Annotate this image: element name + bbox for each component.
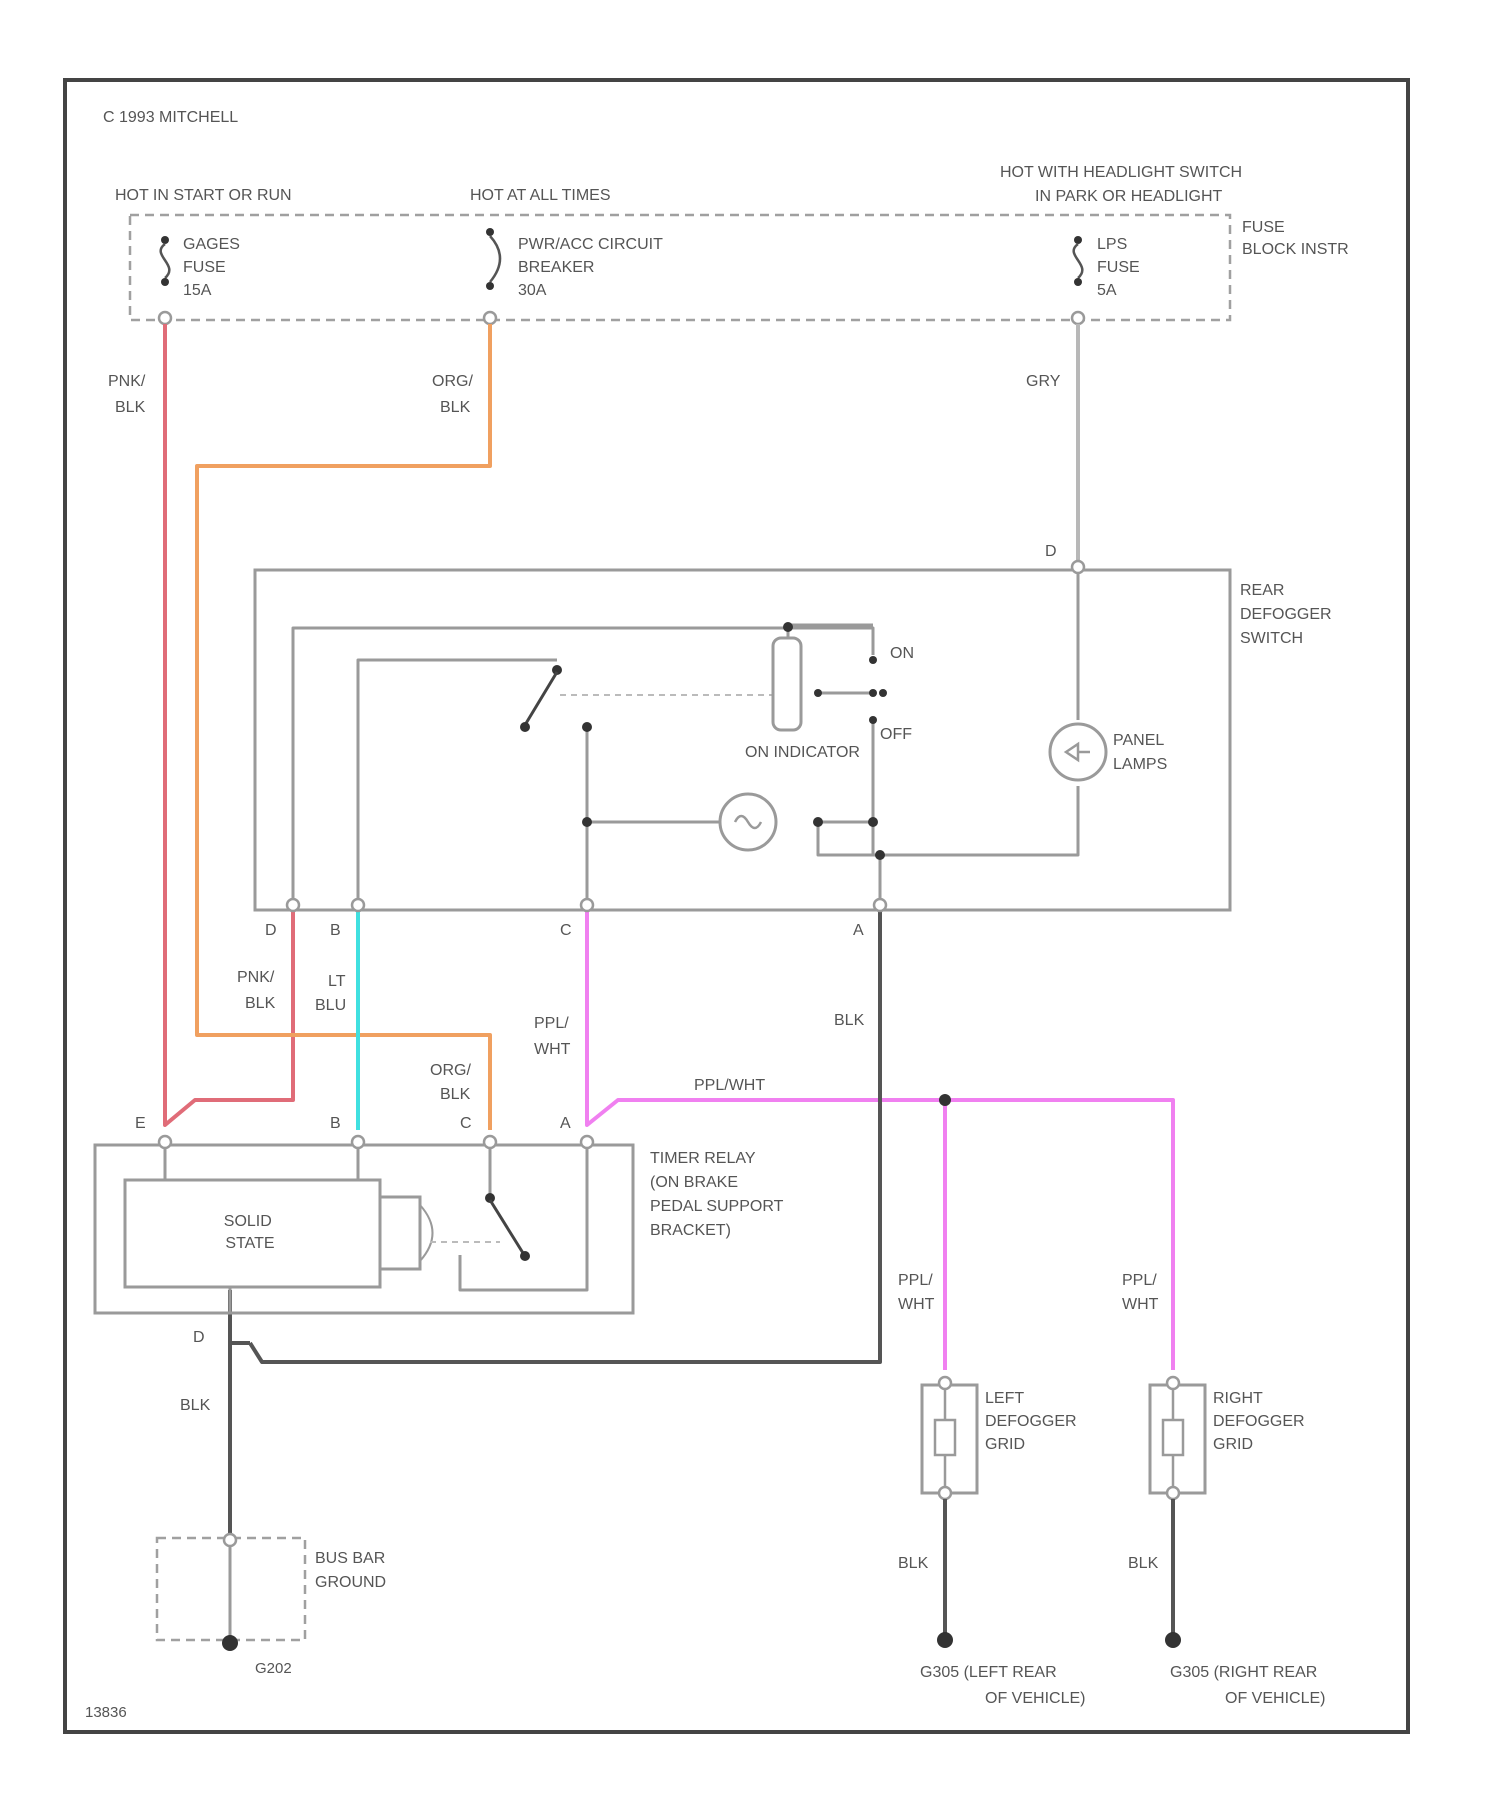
grid-terminal: [939, 1487, 951, 1499]
figure-id-text: 13836: [85, 1704, 127, 1721]
grid-terminal: [1167, 1377, 1179, 1389]
relay-pin-b: [352, 1136, 364, 1148]
splice-dot: [939, 1094, 951, 1106]
wire-label-blk-mid: BLK: [834, 1012, 865, 1029]
on-contact: [869, 656, 877, 664]
relay-pin-e: [159, 1136, 171, 1148]
fuse-contact: [1074, 236, 1082, 244]
switch-pin-d-label: D: [265, 922, 277, 939]
source-header-gages: HOT IN START OR RUN: [115, 187, 292, 204]
fuse-terminal: [484, 312, 496, 324]
solid-state-module: [125, 1180, 380, 1287]
wire-label-blk-left-grid: BLK: [898, 1555, 929, 1572]
switch-contact: [582, 722, 592, 732]
off-position-label: OFF: [880, 726, 912, 743]
junction-dot: [868, 817, 878, 827]
switch-pin-c: [581, 899, 593, 911]
ground-id-label: G202: [255, 1660, 292, 1677]
switch-contact: [520, 722, 530, 732]
fuse-terminal: [1072, 312, 1084, 324]
wire-label-blk-right-grid: BLK: [1128, 1555, 1159, 1572]
grid-terminal: [1167, 1487, 1179, 1499]
bus-bar-terminal: [224, 1534, 236, 1546]
wire-label-gry: GRY: [1026, 373, 1061, 390]
fuse-contact: [161, 278, 169, 286]
switch-pin-a: [874, 899, 886, 911]
ground-point: [222, 1635, 238, 1651]
on-contact: [879, 689, 887, 697]
switch-pin-d-top: [1072, 561, 1084, 573]
junction-dot: [875, 850, 885, 860]
switch-pin-c-label: C: [560, 922, 572, 939]
on-position-label: ON: [890, 645, 914, 662]
on-indicator-label: ON INDICATOR: [745, 744, 860, 761]
relay-pin-a-label: A: [560, 1115, 571, 1132]
relay-pin-c-label: C: [460, 1115, 472, 1132]
ground-point: [937, 1632, 953, 1648]
switch-pin-b-label: B: [330, 922, 341, 939]
left-grid-body: [922, 1385, 977, 1493]
on-indicator-body: [773, 638, 801, 730]
fuse-terminal: [159, 312, 171, 324]
indicator-terminal: [783, 622, 793, 632]
wire-label-ppl-wht-horiz: PPL/WHT: [694, 1077, 765, 1094]
fuse-contact: [161, 236, 169, 244]
on-contact: [814, 689, 822, 697]
switch-pin-d-top-label: D: [1045, 543, 1057, 560]
relay-pin-e-label: E: [135, 1115, 146, 1132]
off-contact: [869, 716, 877, 724]
relay-pin-a: [581, 1136, 593, 1148]
copyright-text: C 1993 MITCHELL: [103, 109, 238, 126]
ground-point: [1165, 1632, 1181, 1648]
junction-dot: [582, 817, 592, 827]
wire-label-blk-ground: BLK: [180, 1397, 211, 1414]
relay-pin-c: [484, 1136, 496, 1148]
switch-pin-a-label: A: [853, 922, 864, 939]
on-contact: [869, 689, 877, 697]
breaker-contact: [486, 282, 494, 290]
source-header-breaker: HOT AT ALL TIMES: [470, 187, 611, 204]
fuse-contact: [1074, 278, 1082, 286]
switch-pin-b: [352, 899, 364, 911]
breaker-contact: [486, 228, 494, 236]
relay-pin-b-label: B: [330, 1115, 341, 1132]
right-grid-body: [1150, 1385, 1205, 1493]
relay-contact: [520, 1251, 530, 1261]
junction-dot: [813, 817, 823, 827]
relay-coil: [380, 1197, 420, 1269]
relay-ground-pin-label: D: [193, 1329, 205, 1346]
grid-terminal: [939, 1377, 951, 1389]
switch-pin-d: [287, 899, 299, 911]
